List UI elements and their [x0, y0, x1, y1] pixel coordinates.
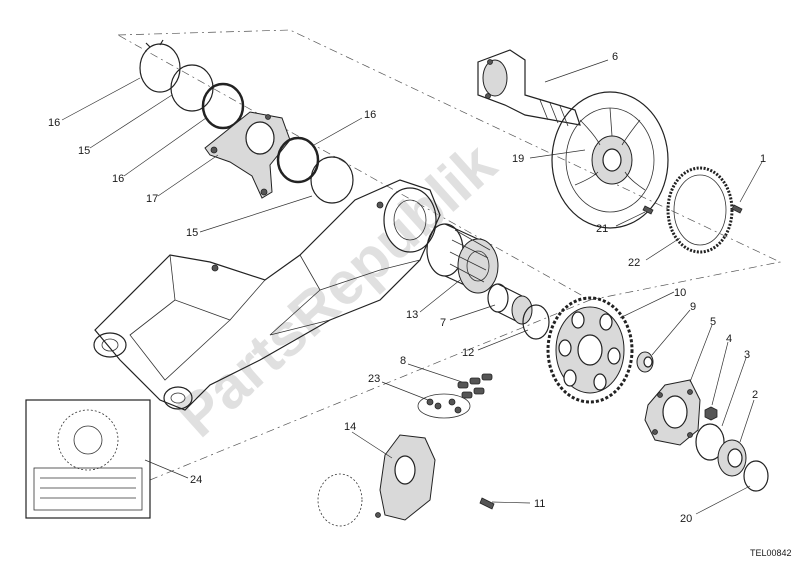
- oring-part-16-upper: [201, 82, 245, 130]
- callout-10: 10: [674, 287, 686, 299]
- screw-part-1: [731, 204, 743, 214]
- brake-disc-part-19: [551, 91, 669, 229]
- callout-16-lower: 16: [364, 109, 376, 121]
- callout-22: 22: [628, 257, 640, 269]
- ring-part-12: [522, 304, 550, 340]
- sprocket-part-10: [546, 296, 634, 404]
- chain-guard-part-14: [317, 434, 436, 527]
- callout-13: 13: [406, 309, 418, 321]
- nuts-part-23: [417, 393, 471, 419]
- watermark: PartsRepublik: [164, 129, 509, 449]
- callout-12: 12: [462, 347, 474, 359]
- reference-code: TEL00842: [750, 548, 792, 558]
- callout-16-upper: 16: [112, 173, 124, 185]
- callout-15-upper: 15: [78, 145, 90, 157]
- axle-part-6: [477, 49, 581, 127]
- callout-7: 7: [440, 317, 446, 329]
- callout-23: 23: [368, 373, 380, 385]
- swingarm: [93, 179, 441, 411]
- tone-ring-part-22: [666, 166, 734, 254]
- callout-19: 19: [512, 153, 524, 165]
- label-plate-part-24: [25, 399, 151, 519]
- ring-part-3: [695, 423, 725, 461]
- callout-9: 9: [690, 301, 696, 313]
- callout-1: 1: [760, 153, 766, 165]
- bushing-part-9: [636, 351, 654, 373]
- circlip-part-18: [139, 39, 181, 93]
- ring-part-15-lower: [310, 156, 354, 204]
- spacer-part-7: [487, 283, 533, 325]
- ring-part-15-upper: [170, 64, 214, 112]
- callout-2: 2: [752, 389, 758, 401]
- callout-17: 17: [146, 193, 158, 205]
- studs-part-8: [457, 373, 493, 399]
- caliper-bracket-part-17: [204, 111, 291, 199]
- callout-14: 14: [344, 421, 356, 433]
- callout-6: 6: [612, 51, 618, 63]
- callout-21: 21: [596, 223, 608, 235]
- screw-part-11: [479, 497, 495, 510]
- eccentric-hub-part-13: [426, 223, 499, 294]
- circlip-part-20: [743, 460, 769, 492]
- bearing-part-2: [717, 439, 747, 477]
- callout-18: 16: [48, 117, 60, 129]
- callout-24: 24: [190, 474, 202, 486]
- callout-3: 3: [744, 349, 750, 361]
- callout-11: 11: [534, 498, 545, 510]
- oring-part-16-lower: [276, 136, 320, 184]
- callout-4: 4: [726, 333, 732, 345]
- screw-part-21: [642, 205, 654, 215]
- callout-15-lower: 15: [186, 227, 198, 239]
- callout-8: 8: [400, 355, 406, 367]
- callout-labels: 16 15 16 17 16 15 6 19 1 21 22 13 7 12 1…: [48, 51, 766, 525]
- assembly-frame: [117, 29, 782, 481]
- nut-part-4: [704, 406, 718, 421]
- leader-lines: [61, 59, 763, 515]
- flange-part-5: [644, 379, 701, 446]
- callout-20: 20: [680, 513, 692, 525]
- callout-5: 5: [710, 316, 716, 328]
